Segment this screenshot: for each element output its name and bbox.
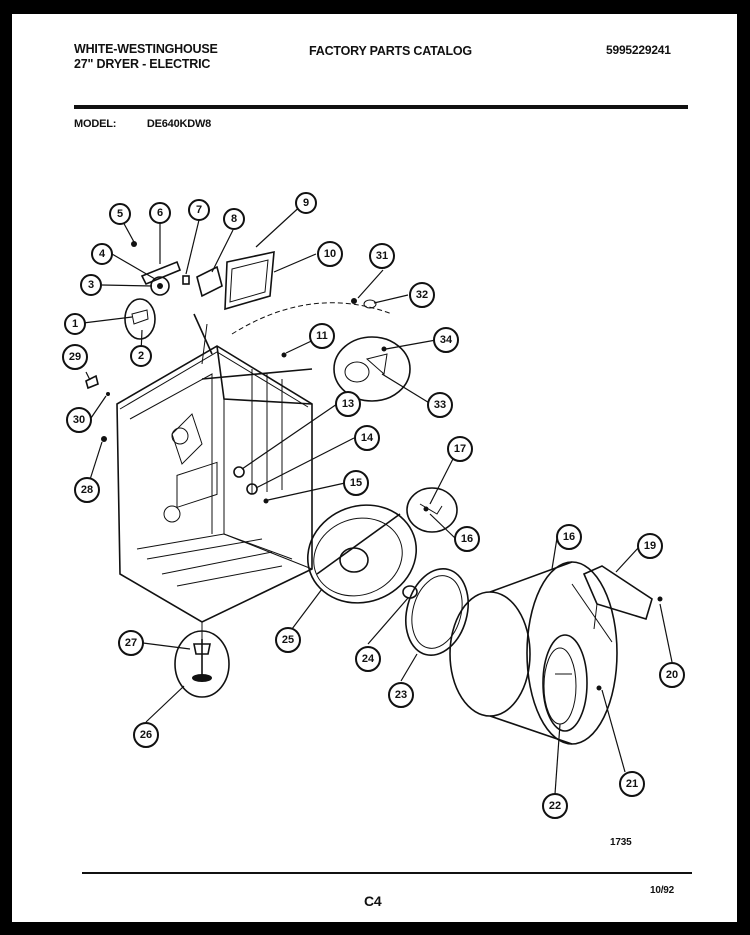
callout-20: 20 <box>659 662 685 688</box>
model-number: DE640KDW8 <box>146 118 212 130</box>
callout-24: 24 <box>355 646 381 672</box>
screw-28-drawing <box>101 436 107 442</box>
callout-16-drum: 16 <box>556 524 582 550</box>
cabinet-drawing <box>116 313 313 639</box>
callout-17: 17 <box>447 436 473 462</box>
svg-text:16: 16 <box>461 533 473 545</box>
rear-panel-drawing <box>306 504 418 604</box>
callout-9: 9 <box>295 192 317 214</box>
svg-text:32: 32 <box>416 289 428 301</box>
svg-text:6: 6 <box>157 207 163 219</box>
screw-30-drawing <box>106 392 110 396</box>
svg-text:33: 33 <box>434 399 446 411</box>
svg-text:30: 30 <box>73 414 85 426</box>
callout-10: 10 <box>317 241 343 267</box>
svg-text:19: 19 <box>644 540 656 552</box>
brand-block: WHITE-WESTINGHOUSE 27" DRYER - ELECTRIC <box>74 42 218 72</box>
callout-34: 34 <box>433 327 459 353</box>
svg-text:7: 7 <box>196 204 202 216</box>
svg-text:22: 22 <box>549 800 561 812</box>
callout-11: 11 <box>309 323 335 349</box>
svg-text:1: 1 <box>72 318 78 330</box>
svg-text:4: 4 <box>99 248 106 260</box>
lint-screen-drawing <box>224 250 275 311</box>
bearing-drawing <box>406 487 458 533</box>
header-rule <box>74 105 688 109</box>
svg-text:21: 21 <box>626 778 638 790</box>
svg-text:34: 34 <box>440 334 453 346</box>
callout-15: 15 <box>343 470 369 496</box>
callout-33: 33 <box>427 392 453 418</box>
svg-text:8: 8 <box>231 213 237 225</box>
svg-text:20: 20 <box>666 669 678 681</box>
callout-22: 22 <box>542 793 568 819</box>
callout-16-bearing: 16 <box>454 526 480 552</box>
svg-text:27: 27 <box>125 637 137 649</box>
motor-assembly-drawing <box>333 298 411 402</box>
revision-date: 10/92 <box>650 885 675 896</box>
leader-lines <box>74 201 673 795</box>
product-line: 27" DRYER - ELECTRIC <box>74 57 211 71</box>
clip-29-drawing <box>85 374 99 390</box>
exploded-parts-diagram: 1 2 3 4 5 6 7 8 9 10 11 13 14 15 16 16 1… <box>62 192 685 819</box>
catalog-title: FACTORY PARTS CATALOG <box>309 44 472 58</box>
model-line: MODEL: DE640KDW8 <box>74 118 211 130</box>
callout-21: 21 <box>619 771 645 797</box>
seal-ring-drawing <box>402 567 469 657</box>
svg-text:3: 3 <box>88 279 94 291</box>
svg-text:14: 14 <box>361 432 374 444</box>
brand-name: WHITE-WESTINGHOUSE <box>74 42 218 56</box>
part-15-drawing <box>263 498 269 504</box>
callout-27: 27 <box>118 630 144 656</box>
svg-text:29: 29 <box>69 351 81 363</box>
callout-5: 5 <box>109 203 131 225</box>
callout-8: 8 <box>223 208 245 230</box>
svg-text:9: 9 <box>303 197 309 209</box>
svg-text:10: 10 <box>324 248 336 260</box>
callout-3: 3 <box>80 274 102 296</box>
callout-19: 19 <box>637 533 663 559</box>
callout-29: 29 <box>62 344 88 370</box>
footer-rule <box>82 872 692 874</box>
model-label: MODEL: <box>74 118 117 130</box>
catalog-part-number: 5995229241 <box>606 43 671 57</box>
svg-text:23: 23 <box>395 689 407 701</box>
svg-text:26: 26 <box>140 729 152 741</box>
callout-7: 7 <box>188 199 210 221</box>
callout-23: 23 <box>388 682 414 708</box>
callout-28: 28 <box>74 477 100 503</box>
baffle-drawing <box>582 565 663 630</box>
callout-25: 25 <box>275 627 301 653</box>
svg-text:28: 28 <box>81 484 93 496</box>
svg-text:17: 17 <box>454 443 466 455</box>
callout-26: 26 <box>133 722 159 748</box>
drum-drawing <box>449 561 618 745</box>
part-14-drawing <box>246 483 258 495</box>
svg-text:31: 31 <box>376 250 388 262</box>
figure-number: 1735 <box>610 837 632 848</box>
callout-6: 6 <box>149 202 171 224</box>
callout-30: 30 <box>66 407 92 433</box>
svg-text:2: 2 <box>138 350 144 362</box>
svg-text:11: 11 <box>316 330 328 342</box>
svg-text:13: 13 <box>342 398 354 410</box>
duct-outline <box>231 302 393 335</box>
callout-14: 14 <box>354 425 380 451</box>
svg-text:16: 16 <box>563 531 575 543</box>
svg-text:25: 25 <box>282 634 294 646</box>
parts-sheet: WHITE-WESTINGHOUSE 27" DRYER - ELECTRIC … <box>12 14 737 922</box>
page-id: C4 <box>364 893 382 909</box>
callout-31: 31 <box>369 243 395 269</box>
svg-text:5: 5 <box>117 208 123 220</box>
callout-13: 13 <box>335 391 361 417</box>
screw-11-drawing <box>281 352 287 358</box>
callout-4: 4 <box>91 243 113 265</box>
svg-text:24: 24 <box>362 653 375 665</box>
part-13-drawing <box>233 466 245 478</box>
callout-2: 2 <box>130 345 152 367</box>
callout-32: 32 <box>409 282 435 308</box>
leveling-foot-drawing <box>174 630 230 698</box>
callout-1: 1 <box>64 313 86 335</box>
svg-text:15: 15 <box>350 477 362 489</box>
